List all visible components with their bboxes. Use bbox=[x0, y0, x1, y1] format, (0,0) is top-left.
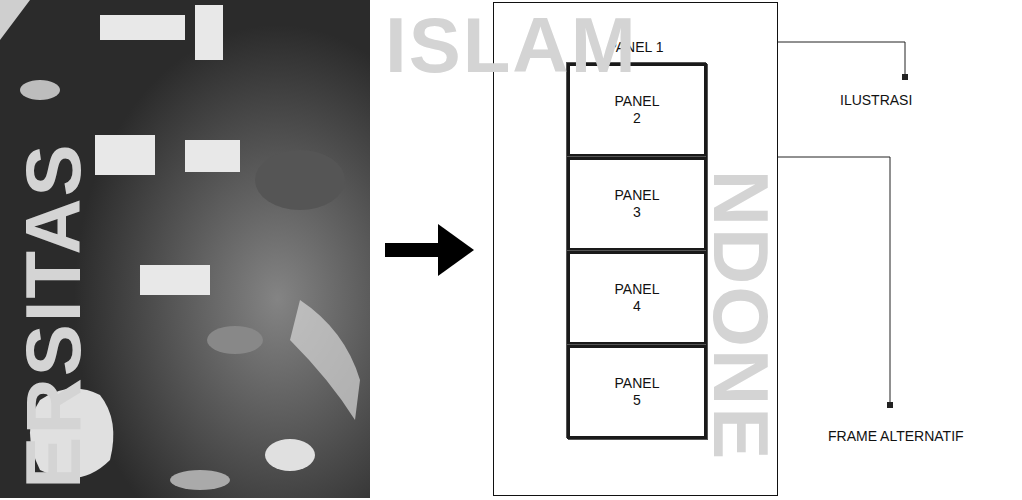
caption-box bbox=[95, 135, 155, 175]
panel-label: PANEL 2 bbox=[612, 93, 662, 128]
panel-label: PANEL 3 bbox=[612, 187, 662, 222]
comic-shape bbox=[255, 150, 345, 210]
panel-label: PANEL 5 bbox=[612, 375, 662, 410]
callout-label: ILUSTRASI bbox=[840, 92, 912, 108]
arrow-shaft bbox=[385, 243, 440, 257]
comic-shape bbox=[20, 80, 60, 100]
caption-box bbox=[140, 265, 210, 295]
arrow-head bbox=[438, 224, 474, 276]
panel-box: PANEL 4 bbox=[567, 251, 707, 345]
panel-box: PANEL 5 bbox=[567, 345, 707, 439]
panel-box: PANEL 3 bbox=[567, 157, 707, 251]
watermark: NDONE bbox=[695, 170, 786, 462]
comic-shape bbox=[207, 326, 263, 354]
leader-dot bbox=[887, 402, 893, 408]
leader-dot bbox=[902, 74, 908, 80]
comic-corner bbox=[0, 0, 30, 40]
watermark: ISLAM bbox=[385, 0, 638, 91]
comic-shape bbox=[170, 470, 230, 490]
callout-label: FRAME ALTERNATIF bbox=[828, 428, 964, 444]
comic-face bbox=[0, 0, 370, 498]
caption-box bbox=[100, 15, 185, 40]
comic-page bbox=[0, 0, 370, 498]
comic-highlight bbox=[290, 300, 360, 420]
panel-label: PANEL 4 bbox=[612, 281, 662, 316]
caption-box bbox=[195, 5, 223, 60]
speech-bubble bbox=[265, 439, 315, 471]
watermark: ERSITAS bbox=[8, 142, 99, 488]
caption-box bbox=[185, 140, 240, 172]
